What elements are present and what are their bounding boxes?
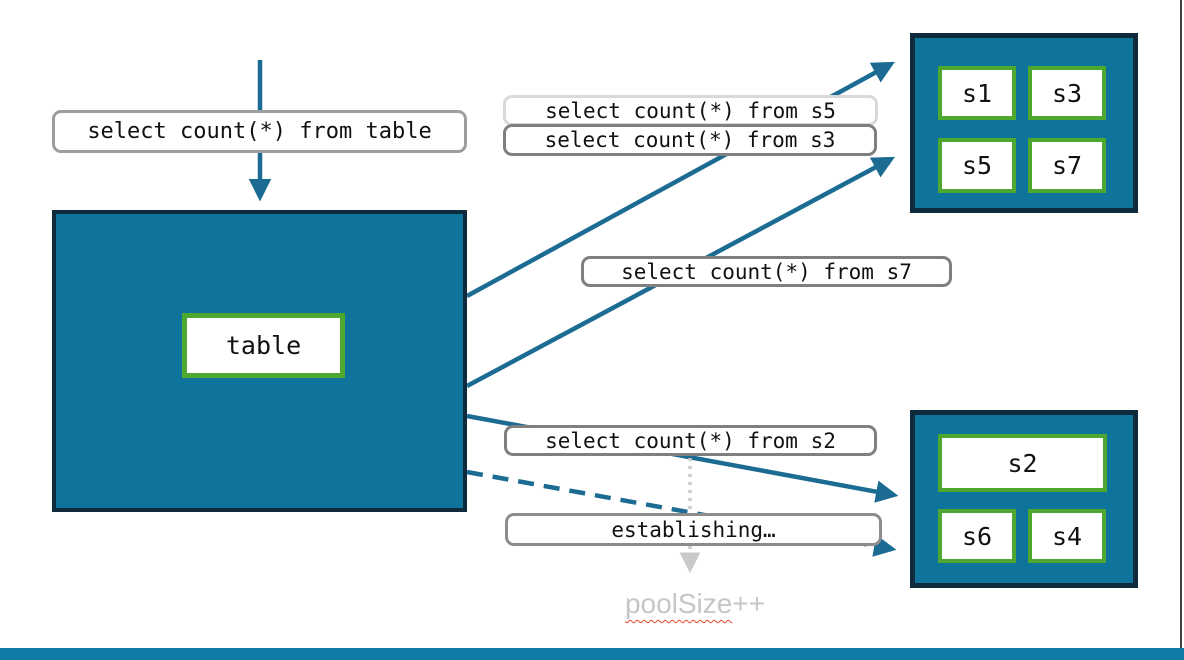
query-label-table-text: select count(*) from table — [87, 119, 432, 144]
establishing-label: establishing… — [505, 513, 882, 546]
query-label-table: select count(*) from table — [52, 110, 467, 153]
shard-cell-s7: s7 — [1028, 138, 1106, 193]
shard-cell-s3: s3 — [1028, 66, 1106, 120]
shard-cell-s2: s2 — [938, 434, 1107, 492]
table-name-cell: table — [182, 313, 345, 378]
shard-cell-s6: s6 — [938, 509, 1016, 563]
poolsize-word: poolSize — [624, 588, 733, 619]
bottom-teal-bar — [0, 648, 1184, 660]
query-label-s5: select count(*) from s5 — [503, 95, 878, 126]
query-label-s5-text: select count(*) from s5 — [545, 98, 836, 123]
query-label-s2-text: select count(*) from s2 — [545, 428, 836, 453]
query-label-s3-text: select count(*) from s3 — [544, 128, 836, 152]
establishing-label-text: establishing… — [611, 517, 776, 542]
query-label-s2: select count(*) from s2 — [504, 425, 877, 456]
shard-cell-s1: s1 — [938, 66, 1016, 120]
query-label-s7-text: select count(*) from s7 — [621, 259, 912, 284]
poolsize-suffix: ++ — [732, 588, 766, 619]
poolsize-label: poolSize++ — [560, 588, 830, 620]
shard-pool-bottom: s2 s6 s4 — [910, 410, 1138, 588]
shard-pool-top: s1 s3 s5 s7 — [910, 33, 1138, 213]
table-box: table — [52, 210, 467, 512]
shard-cell-s4: s4 — [1028, 509, 1106, 563]
arrow-to-bottom-pool-dashed — [466, 469, 897, 557]
shard-cell-s5: s5 — [938, 138, 1016, 193]
query-label-s3: select count(*) from s3 — [503, 124, 877, 156]
query-label-s7: select count(*) from s7 — [581, 256, 952, 287]
table-name-text: table — [225, 331, 302, 360]
slide-right-edge — [1180, 0, 1182, 660]
